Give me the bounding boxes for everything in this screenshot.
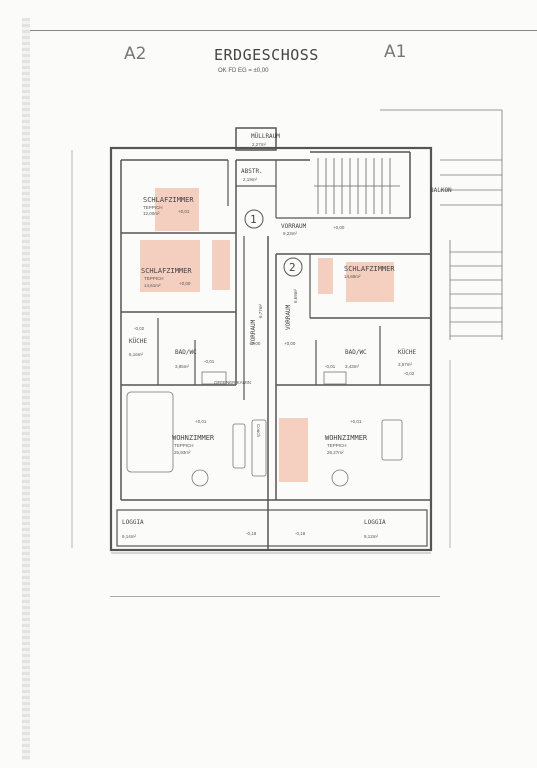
level-bad-a2: -0,01 [204, 359, 215, 364]
walls [109, 127, 433, 552]
area-loggia-a2: 9,14m² [122, 534, 137, 539]
room-loggia-a2: LOGGIA [122, 519, 144, 526]
fireplace-label: OFFENER KAMIN [214, 380, 251, 385]
marker-two-label: 2 [289, 261, 296, 274]
page-top-rule [30, 30, 537, 31]
room-schlafzimmer-a1: SCHLAFZIMMER [344, 265, 395, 273]
room-schlafzimmer-a2-2: SCHLAFZIMMER [141, 267, 192, 275]
level-vorraum-main: +0,00 [333, 225, 345, 230]
floor-wohnzimmer-a1: TEPPICH [327, 443, 347, 448]
area-loggia-a1: 9,12m² [364, 534, 379, 539]
bed-highlight-a2-1 [155, 188, 199, 231]
couch-highlight [279, 418, 308, 482]
furniture [126, 371, 403, 487]
room-bad-a1: BAD/WC [345, 349, 367, 356]
couch-outline [251, 419, 267, 477]
bed-highlight-a1-2 [318, 258, 333, 294]
area-vorraum-a1: 6,69m² [293, 288, 298, 303]
bed-highlight-a2-3 [212, 240, 230, 290]
level-vorraum-a1: +0,00 [284, 341, 296, 346]
marker-one [244, 209, 264, 229]
marker-one-label: 1 [250, 213, 257, 226]
area-bad-a2: 3,85m² [175, 364, 190, 369]
muellraum-wall [235, 127, 277, 151]
area-vorraum-main: 9,23m² [283, 231, 298, 236]
entrance-markers [244, 209, 303, 277]
room-kueche-a1: KÜCHE [398, 349, 416, 356]
floor-wohnzimmer-a2: TEPPICH [174, 443, 194, 448]
room-bad-a2: BAD/WC [175, 349, 197, 356]
area-kueche-a2: 6,16m² [129, 352, 144, 357]
marker-two [283, 257, 303, 277]
area-schlafzimmer-a1: 14,69m² [344, 274, 361, 279]
room-schlafzimmer-a2-1: SCHLAFZIMMER [143, 196, 194, 204]
area-schlafzimmer-a2-1: 12,00m² [143, 211, 160, 216]
area-schlafzimmer-a2-2: 14,61m² [144, 283, 161, 288]
outer-wall [109, 146, 433, 552]
level-schlafzimmer-a2-2: +0,00 [179, 281, 191, 286]
page-bottom-rule [110, 596, 440, 597]
area-bad-a1: 3,43m² [345, 364, 360, 369]
floor-schlafzimmer-a2-2: TEPPICH [144, 276, 164, 281]
room-balkon: BALKON [430, 187, 452, 194]
area-wohnzimmer-a1: 26,27m² [327, 450, 344, 455]
scanned-paper-edge [22, 18, 30, 760]
dimension-lines [71, 150, 451, 554]
floor-schlafzimmer-a2-1: TEPPICH [143, 205, 163, 210]
bed-highlight-a1 [346, 262, 394, 302]
level-kueche-a2: -0,02 [134, 326, 145, 331]
room-muellraum: MÜLLRAUM [251, 133, 280, 140]
room-loggia-a1: LOGGIA [364, 519, 386, 526]
couch-label: Couch [256, 424, 261, 438]
level-loggia-a2: -0,18 [246, 531, 257, 536]
area-muellraum: 2,27m² [252, 142, 267, 147]
room-wohnzimmer-a1: WOHNZIMMER [325, 434, 368, 442]
area-abstr: 2,19m² [243, 177, 258, 182]
area-kueche-a1: 3,57m² [398, 362, 413, 367]
level-schlafzimmer-a2-1: +0,01 [178, 209, 190, 214]
level-kueche-a1: -0,02 [404, 371, 415, 376]
area-wohnzimmer-a2: 25,93m² [174, 450, 191, 455]
area-vorraum-a2: 6,77m² [258, 303, 263, 318]
level-vorraum-a2: +0,00 [249, 341, 261, 346]
room-vorraum-main: VORRAUM [281, 223, 307, 230]
page-title: ERDGESCHOSS [214, 46, 319, 64]
room-vorraum-a2: VORRAUM [250, 319, 257, 345]
unit-label-left: A2 [124, 44, 147, 64]
level-bad-a1: -0,01 [325, 364, 336, 369]
unit-label-right: A1 [384, 42, 407, 62]
room-kueche-a2: KÜCHE [129, 338, 147, 345]
level-loggia-a1: -0,18 [295, 531, 306, 536]
room-wohnzimmer-a2: WOHNZIMMER [172, 434, 215, 442]
bed-highlights [140, 188, 394, 482]
page-subtitle: OK FD EG = ±0,00 [218, 68, 269, 74]
bed-highlight-a2-2 [140, 240, 200, 292]
room-vorraum-a1: VORRAUM [285, 304, 292, 330]
level-wohnzimmer-a1: +0,01 [350, 419, 362, 424]
outdoor-stairs [380, 109, 503, 340]
level-wohnzimmer-a2: +0,01 [195, 419, 207, 424]
staircase [314, 158, 400, 214]
room-abstr: ABSTR. [241, 168, 263, 175]
